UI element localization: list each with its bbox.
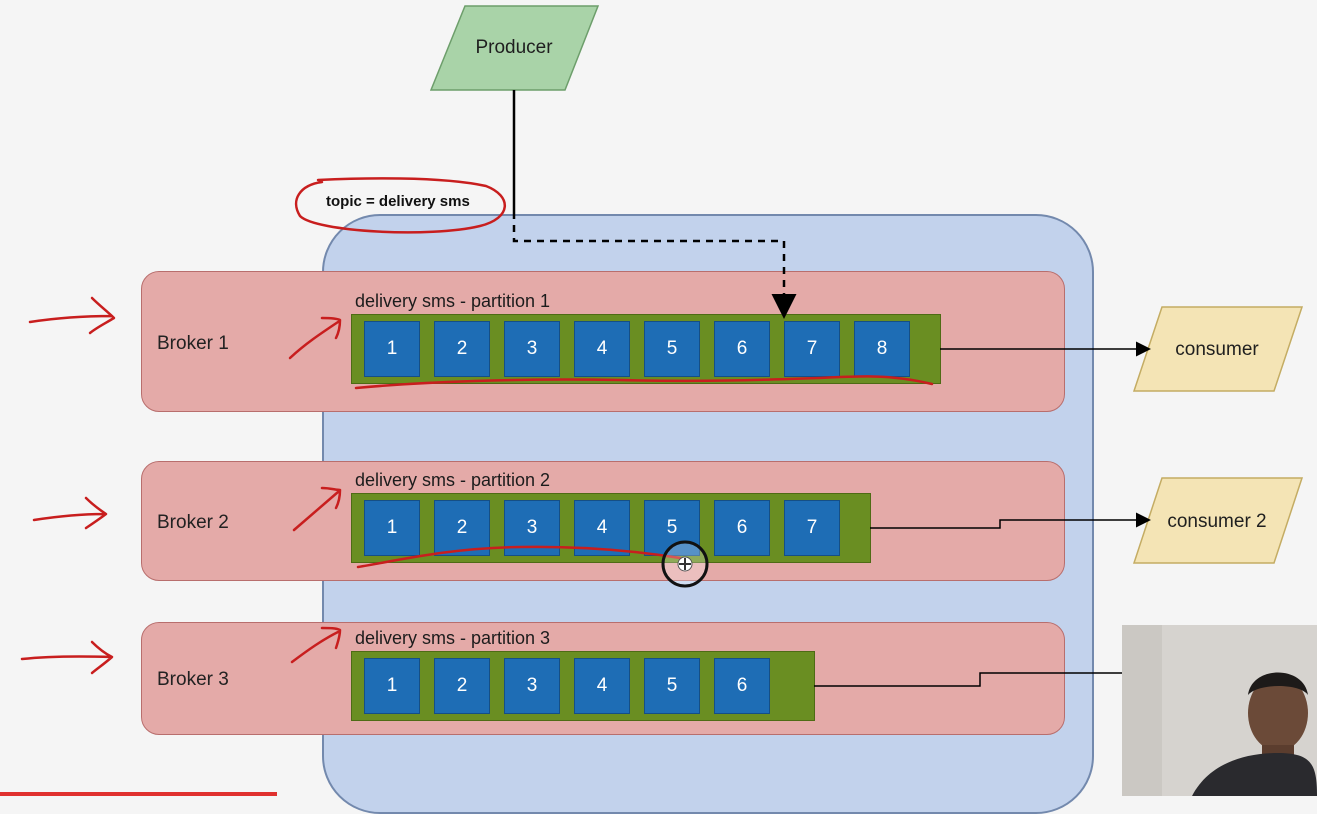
message-cell: 5 xyxy=(644,658,700,714)
consumer-1-shape xyxy=(1132,306,1304,392)
partition-2-title: delivery sms - partition 2 xyxy=(355,470,551,490)
consumer-2-shape xyxy=(1132,477,1304,564)
message-cell: 4 xyxy=(574,658,630,714)
partition-3-connector xyxy=(814,672,1122,687)
message-cell: 3 xyxy=(504,658,560,714)
message-cell: 6 xyxy=(714,321,770,377)
message-cell: 7 xyxy=(784,321,840,377)
partition-1-bar: 1 2 3 4 5 6 7 8 xyxy=(351,314,941,384)
partition-2-to-consumer-2-arrow xyxy=(870,512,1151,529)
consumer-1-label: consumer xyxy=(1175,339,1259,360)
consumer-2-label: consumer 2 xyxy=(1167,511,1267,532)
message-cell: 2 xyxy=(434,658,490,714)
producer-label: Producer xyxy=(475,37,553,58)
topic-label: topic = delivery sms xyxy=(326,193,470,210)
partition-3-bar: 1 2 3 4 5 6 xyxy=(351,651,815,721)
message-cell: 6 xyxy=(714,500,770,556)
broker-2-label: Broker 2 xyxy=(157,512,229,533)
producer-shape xyxy=(429,5,600,91)
message-cell: 8 xyxy=(854,321,910,377)
message-cell: 1 xyxy=(364,658,420,714)
message-cell: 3 xyxy=(504,321,560,377)
message-cell: 4 xyxy=(574,321,630,377)
video-progress-bar xyxy=(0,792,277,796)
kafka-diagram: Broker 1 delivery sms - partition 1 1 2 … xyxy=(0,5,1317,814)
connectors-layer xyxy=(429,5,1304,687)
broker-3-label: Broker 3 xyxy=(157,669,229,690)
partition-1-title: delivery sms - partition 1 xyxy=(355,291,551,311)
partition-3-title: delivery sms - partition 3 xyxy=(355,628,551,648)
message-cell: 2 xyxy=(434,321,490,377)
webcam-overlay xyxy=(1122,625,1317,796)
broker-1-label: Broker 1 xyxy=(157,333,229,354)
broker-3: Broker 3 delivery sms - partition 3 1 2 … xyxy=(141,622,1065,735)
message-cell: 7 xyxy=(784,500,840,556)
producer-dashed-route xyxy=(512,212,797,319)
presenter-avatar xyxy=(1122,625,1317,796)
message-cell: 6 xyxy=(714,658,770,714)
